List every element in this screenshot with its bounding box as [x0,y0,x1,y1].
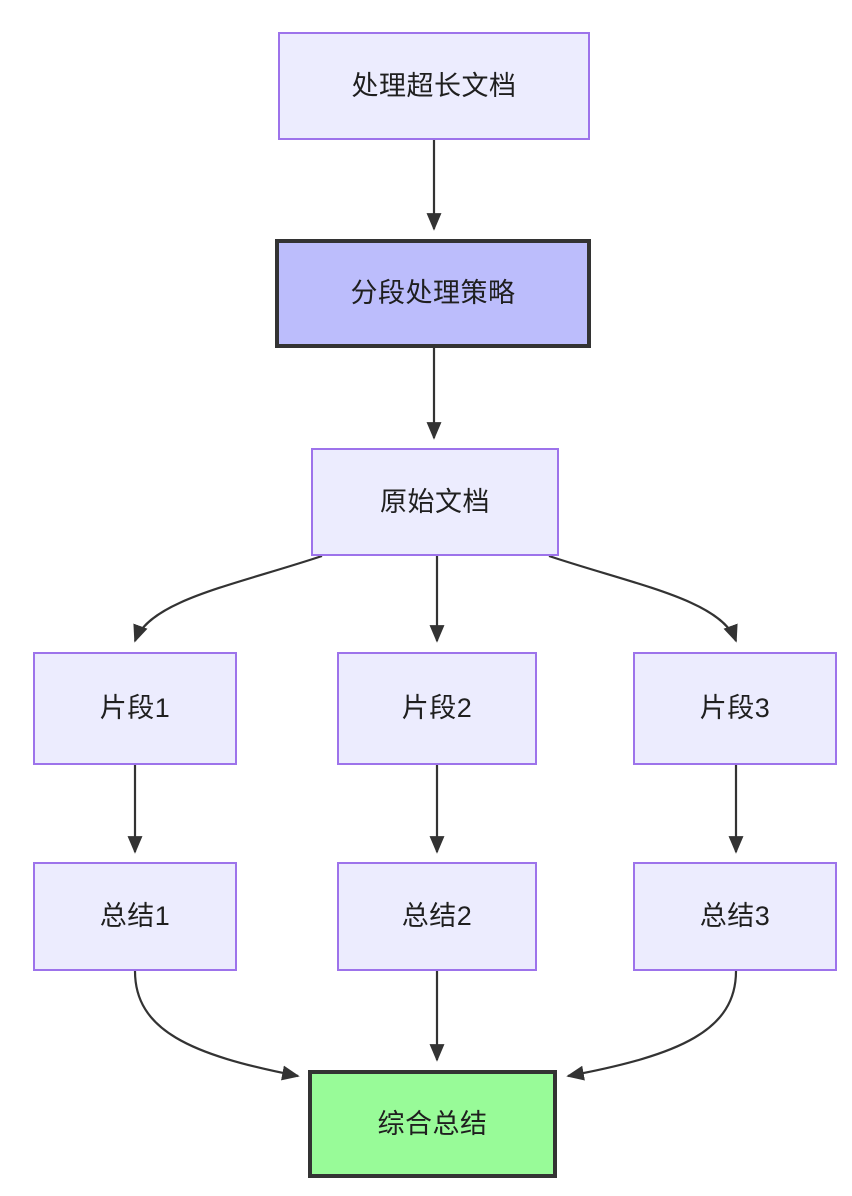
edge-n3-n4 [133,554,323,643]
node-original-document[interactable]: 原始文档 [311,448,559,556]
node-summary-2[interactable]: 总结2 [337,862,537,971]
node-fragment-3[interactable]: 片段3 [633,652,837,765]
node-label: 综合总结 [377,1108,488,1139]
node-summary-1[interactable]: 总结1 [33,862,237,971]
node-label: 总结2 [401,901,473,932]
node-fragment-2[interactable]: 片段2 [337,652,537,765]
node-summary-3[interactable]: 总结3 [633,862,837,971]
node-comprehensive-summary[interactable]: 综合总结 [308,1070,557,1178]
node-label: 片段1 [99,693,171,724]
node-label: 处理超长文档 [351,70,517,101]
node-process-long-document[interactable]: 处理超长文档 [278,32,590,140]
edge-n9-n10 [566,970,738,1081]
edge-n7-n10 [133,970,300,1081]
edge-n3-n6 [548,554,738,643]
node-label: 片段2 [401,693,473,724]
node-label: 原始文档 [380,486,490,517]
node-fragment-1[interactable]: 片段1 [33,652,237,765]
node-label: 分段处理策略 [350,278,516,309]
node-chunking-strategy[interactable]: 分段处理策略 [275,239,591,348]
node-label: 总结1 [99,901,171,932]
node-label: 总结3 [699,901,771,932]
node-label: 片段3 [699,693,771,724]
